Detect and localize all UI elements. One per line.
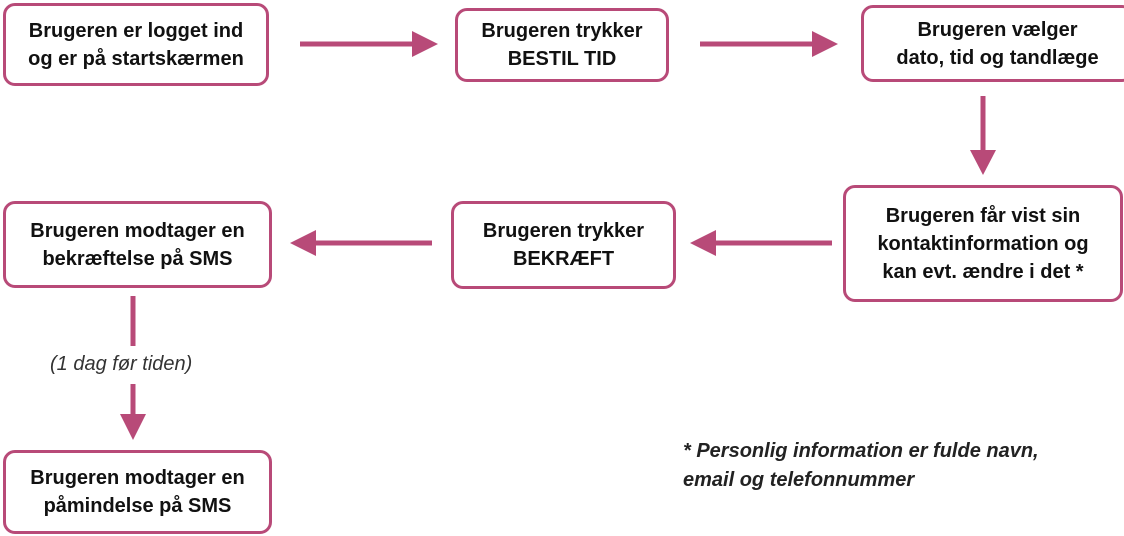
arrowhead-n1-n2 (412, 31, 438, 57)
step-sms-confirmation: Brugeren modtager en bekræftelse på SMS (3, 201, 272, 288)
step-press-bestil-tid: Brugeren trykker BESTIL TID (455, 8, 669, 82)
arrowhead-n4-n5 (690, 230, 716, 256)
step-sms-confirmation-text: Brugeren modtager en bekræftelse på SMS (30, 219, 245, 270)
edge-label-one-day-before: (1 dag før tiden) (50, 353, 193, 375)
step-sms-reminder: Brugeren modtager en påmindelse på SMS (3, 450, 272, 534)
arrowhead-n5-n6 (290, 230, 316, 256)
arrowhead-n6-n7 (120, 414, 146, 440)
step-logged-in-text: Brugeren er logget ind og er på startskæ… (28, 19, 244, 70)
step-press-bestil-tid-text: Brugeren trykker BESTIL TID (481, 20, 643, 70)
step-choose-date-text: Brugeren vælger dato, tid og tandlæge (896, 18, 1099, 69)
step-contact-info: Brugeren får vist sin kontaktinformation… (843, 185, 1123, 302)
step-choose-date: Brugeren vælger dato, tid og tandlæge (861, 5, 1124, 82)
step-sms-reminder-text: Brugeren modtager en påmindelse på SMS (30, 467, 245, 517)
step-contact-info-text: Brugeren får vist sin kontaktinformation… (877, 204, 1089, 283)
step-press-bekraeft: Brugeren trykker BEKRÆFT (451, 201, 676, 289)
footnote: * Personlig information er fulde navn, e… (683, 440, 1039, 491)
step-press-bekraeft-text: Brugeren trykker BEKRÆFT (482, 220, 645, 270)
arrowhead-n3-n4 (970, 150, 996, 175)
step-logged-in: Brugeren er logget ind og er på startskæ… (3, 3, 269, 86)
arrowhead-n2-n3 (812, 31, 838, 57)
